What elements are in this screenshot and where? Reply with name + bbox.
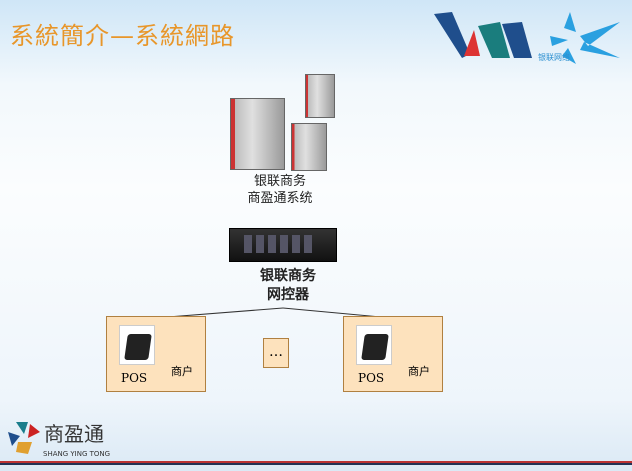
ellipsis-box: … [263,338,289,368]
merchant-label: 商户 [408,365,430,378]
pos-label: POS [121,371,148,385]
brand-name-en: SHANG YING TONG [43,450,111,458]
server-icon [291,123,327,171]
server-icon [230,98,285,170]
gateway-device-icon [229,228,337,262]
footer-stripe [0,461,632,465]
pos-terminal-icon [119,325,155,365]
merchant-box: POS 商户 [106,316,206,392]
pos-terminal-icon [356,325,392,365]
brand-name: 商盈通 [44,422,104,446]
server-icon [305,74,335,118]
shangyingtong-logo-icon [8,422,40,454]
pos-label: POS [358,371,385,385]
server-label: 银联商务商盈通系统 [247,174,313,206]
unionpay-network-logo [434,12,620,64]
merchant-label: 商户 [171,365,193,378]
gateway-label: 银联商务网控器 [260,268,316,303]
logo-text: 银联网络 [538,53,570,62]
merchant-box: POS 商户 [343,316,443,392]
slide-title: 系統簡介—系統網路 [10,22,235,50]
